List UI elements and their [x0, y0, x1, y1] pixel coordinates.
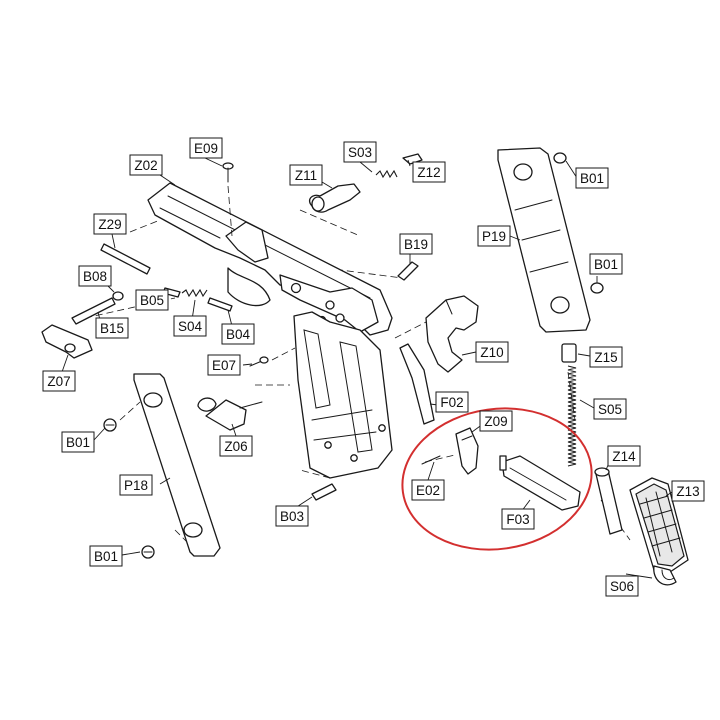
svg-text:S06: S06 [610, 579, 634, 594]
svg-text:B15: B15 [100, 321, 124, 336]
svg-text:B01: B01 [580, 171, 604, 186]
svg-text:P18: P18 [124, 478, 148, 493]
svg-text:Z13: Z13 [676, 484, 699, 499]
svg-text:P19: P19 [482, 229, 506, 244]
label-z10: Z10 [475, 341, 509, 363]
grip-screw-right-mid [590, 282, 604, 294]
label-b15: B15 [95, 317, 129, 339]
label-b04: B04 [221, 323, 255, 345]
label-s06: S06 [605, 575, 639, 597]
screw-e07 [249, 356, 269, 367]
svg-text:S04: S04 [178, 319, 203, 334]
svg-text:S03: S03 [348, 145, 372, 160]
svg-text:Z12: Z12 [417, 165, 440, 180]
label-e02: E02 [411, 479, 445, 501]
label-z07: Z07 [42, 370, 76, 392]
svg-text:B01: B01 [94, 549, 118, 564]
label-z11: Z11 [289, 164, 323, 186]
hammer-strut-group [308, 153, 423, 213]
label-b08: B08 [78, 265, 112, 287]
trigger-z09 [455, 427, 479, 475]
grip-safety-z10 [425, 295, 479, 373]
label-z14: Z14 [607, 445, 641, 467]
label-b01-top: B01 [575, 167, 609, 189]
plunger-f02 [399, 343, 435, 425]
label-b01-mid: B01 [589, 253, 623, 275]
svg-text:B04: B04 [226, 327, 251, 342]
svg-text:Z11: Z11 [295, 168, 317, 183]
grip-screw-left-bottom [141, 545, 155, 559]
pin-z29 [100, 243, 151, 275]
svg-text:B08: B08 [83, 269, 107, 284]
svg-text:Z06: Z06 [224, 439, 247, 454]
svg-text:E07: E07 [212, 358, 236, 373]
label-z12: Z12 [412, 161, 446, 183]
label-f02: F02 [435, 391, 469, 413]
svg-text:B19: B19 [404, 237, 428, 252]
label-b01-left-top: B01 [61, 431, 95, 453]
mainspring-housing-z13 [629, 477, 689, 586]
label-b01-left-bottom: B01 [89, 545, 123, 567]
pin-spring-group [162, 287, 233, 312]
label-s04: S04 [173, 315, 207, 337]
grip-screw-left-top [103, 418, 117, 432]
svg-text:Z15: Z15 [594, 350, 617, 365]
svg-text:Z14: Z14 [612, 449, 636, 464]
label-b03: B03 [275, 505, 309, 527]
slide-stop-group [41, 291, 124, 359]
label-p18: P18 [119, 474, 153, 496]
label-s05: S05 [593, 398, 627, 420]
label-b05: B05 [135, 289, 169, 311]
label-p19: P19 [477, 225, 511, 247]
svg-text:B03: B03 [280, 509, 304, 524]
svg-text:B01: B01 [594, 257, 618, 272]
svg-text:S05: S05 [598, 402, 622, 417]
grip-screw-right-top [553, 152, 567, 164]
label-b19: B19 [399, 233, 433, 255]
mag-catch-z06 [197, 397, 263, 431]
label-z02: Z02 [129, 154, 163, 176]
frame-part [147, 182, 393, 479]
label-z29: Z29 [93, 213, 127, 235]
label-z09: Z09 [479, 410, 513, 432]
pin-b03 [311, 483, 337, 501]
trigger-bow-f03 [499, 455, 581, 511]
label-e09: E09 [189, 137, 223, 159]
label-f03: F03 [501, 508, 535, 530]
grip-panel-p19 [497, 147, 591, 333]
grip-panel-p18 [133, 373, 221, 557]
mainspring-group [561, 343, 623, 535]
screw-e09 [222, 162, 234, 237]
svg-text:F02: F02 [440, 395, 463, 410]
svg-text:B05: B05 [140, 293, 164, 308]
svg-text:Z10: Z10 [480, 345, 503, 360]
label-s03: S03 [343, 141, 377, 163]
label-z06: Z06 [219, 435, 253, 457]
pin-b19 [397, 261, 419, 281]
part-labels: E09 Z02 S03 Z11 Z12 Z29 B19 B08 [42, 137, 705, 597]
svg-text:B01: B01 [66, 435, 90, 450]
svg-text:Z09: Z09 [484, 414, 507, 429]
highlight-callout [401, 407, 593, 551]
svg-text:Z07: Z07 [47, 374, 70, 389]
svg-text:F03: F03 [506, 512, 529, 527]
svg-text:E02: E02 [416, 483, 440, 498]
svg-text:E09: E09 [194, 141, 218, 156]
label-z15: Z15 [589, 346, 623, 368]
pin-e02 [421, 455, 441, 465]
svg-text:Z29: Z29 [98, 217, 121, 232]
svg-text:Z02: Z02 [134, 158, 157, 173]
label-e07: E07 [207, 354, 241, 376]
label-z13: Z13 [671, 480, 705, 502]
